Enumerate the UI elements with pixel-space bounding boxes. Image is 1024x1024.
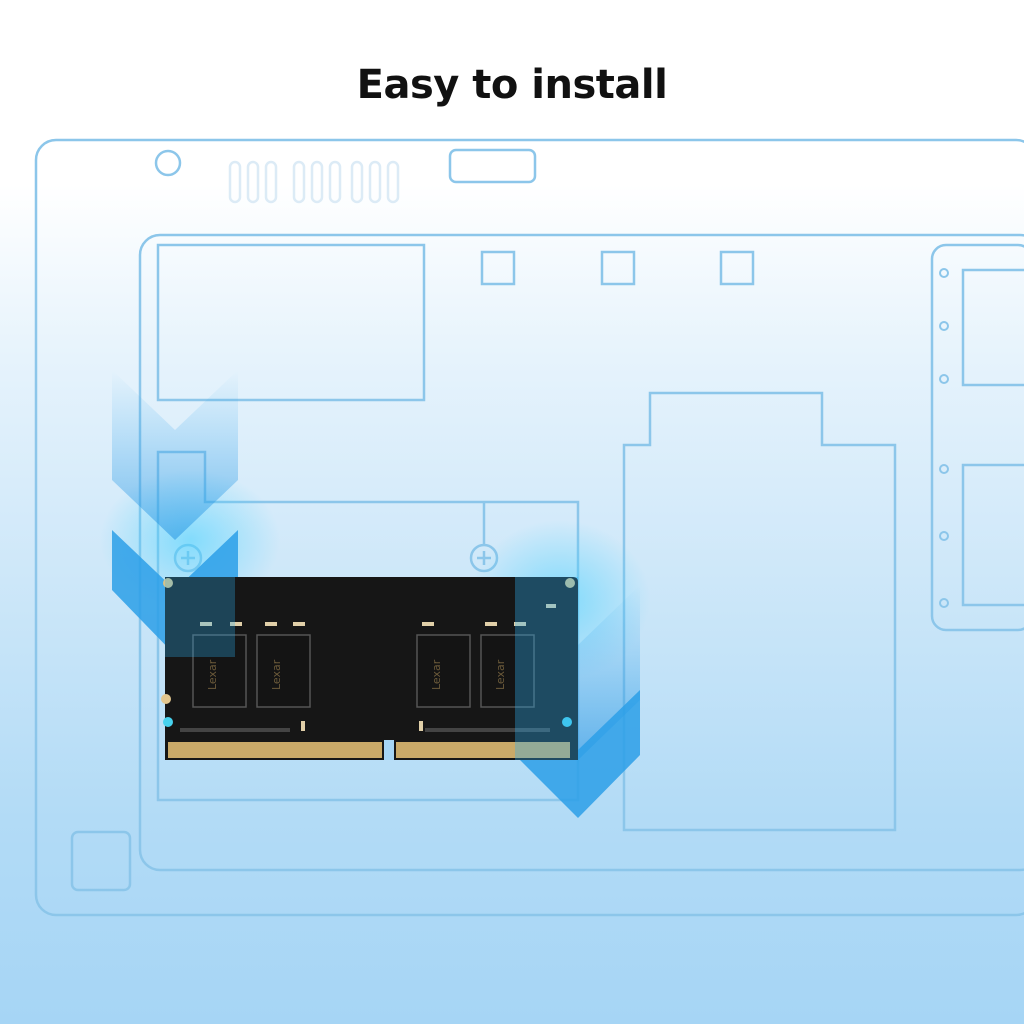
memory-chip [416, 634, 471, 708]
ram-module: Lexar Lexar Lexar Lexar [161, 577, 578, 760]
chip-brand-logo: Lexar [206, 659, 219, 690]
headline: Easy to install [356, 62, 668, 108]
chip-brand-logo: Lexar [270, 659, 283, 690]
arrow-down-left-icon [112, 370, 238, 540]
memory-chip [192, 634, 247, 708]
chip-brand-logo: Lexar [494, 659, 507, 690]
memory-chip [480, 634, 535, 708]
memory-chip [256, 634, 311, 708]
chip-brand-logo: Lexar [430, 659, 443, 690]
